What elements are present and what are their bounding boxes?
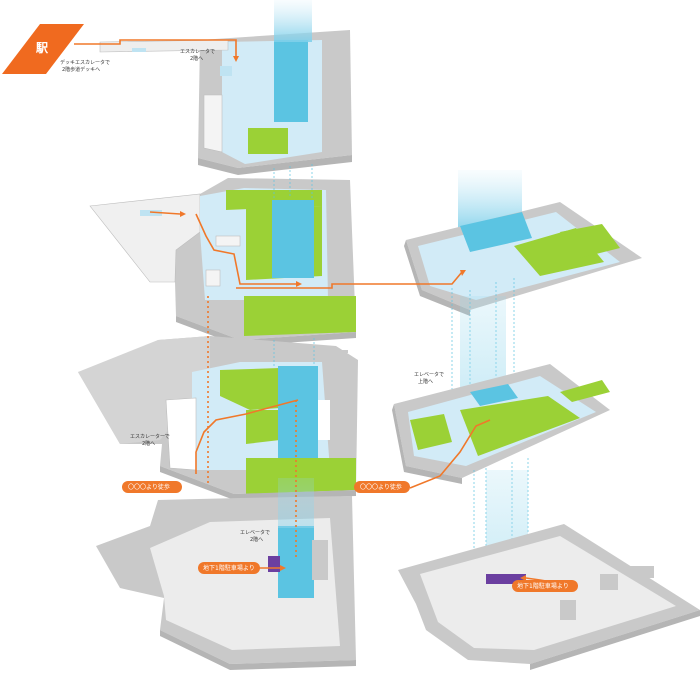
pill-from-left-text: 〇〇〇より徒歩 — [128, 483, 170, 491]
right-floor-middle — [392, 364, 610, 484]
label-elevator-right: エレベータで — [414, 371, 444, 378]
label-to-2f-left: 2階へ — [142, 440, 155, 447]
route-arrowheads — [180, 56, 526, 581]
pill-from-right-text: 〇〇〇より徒歩 — [360, 483, 402, 491]
label-elevator-b1: エレベータで — [240, 529, 270, 536]
pill-parking-right: 地下1階駐車場より — [512, 580, 578, 592]
label-to-2f: 2階へ — [190, 55, 203, 62]
label-escalator: エスカレータで — [180, 48, 215, 55]
pill-from-left: 〇〇〇より徒歩 — [122, 481, 182, 493]
pill-from-right: 〇〇〇より徒歩 — [354, 481, 410, 493]
station-label: 駅 — [35, 41, 49, 55]
label-deck-escalator: デッキエスカレータで — [60, 59, 110, 66]
walking-routes — [74, 39, 565, 585]
right-floor-upper — [404, 202, 642, 316]
left-floor-b1 — [96, 496, 356, 670]
left-floor-2 — [89, 178, 356, 346]
label-to-2f-b1: 2階へ — [250, 536, 263, 543]
label-to-upper-right: 上階へ — [418, 378, 433, 385]
left-floor-3 — [99, 30, 352, 175]
left-shaft-lines-mid — [273, 338, 315, 366]
skylight-beam-left — [274, 0, 312, 42]
label-deck-to-2f: 2階歩道デッキへ — [62, 66, 100, 73]
label-escalator-left: エスカレーターで — [130, 433, 170, 440]
right-floor-b1 — [398, 524, 700, 670]
outdoor-blocks — [342, 350, 348, 437]
left-floor-1 — [78, 336, 358, 500]
pill-parking-left-text: 地下1階駐車場より — [203, 564, 255, 572]
pill-parking-left: 地下1階駐車場より — [198, 562, 260, 574]
pill-parking-right-text: 地下1階駐車場より — [517, 582, 569, 590]
station-badge: 駅 — [2, 24, 84, 74]
right-shaft-upper — [460, 296, 506, 388]
left-shaft-lines-upper — [273, 164, 313, 198]
